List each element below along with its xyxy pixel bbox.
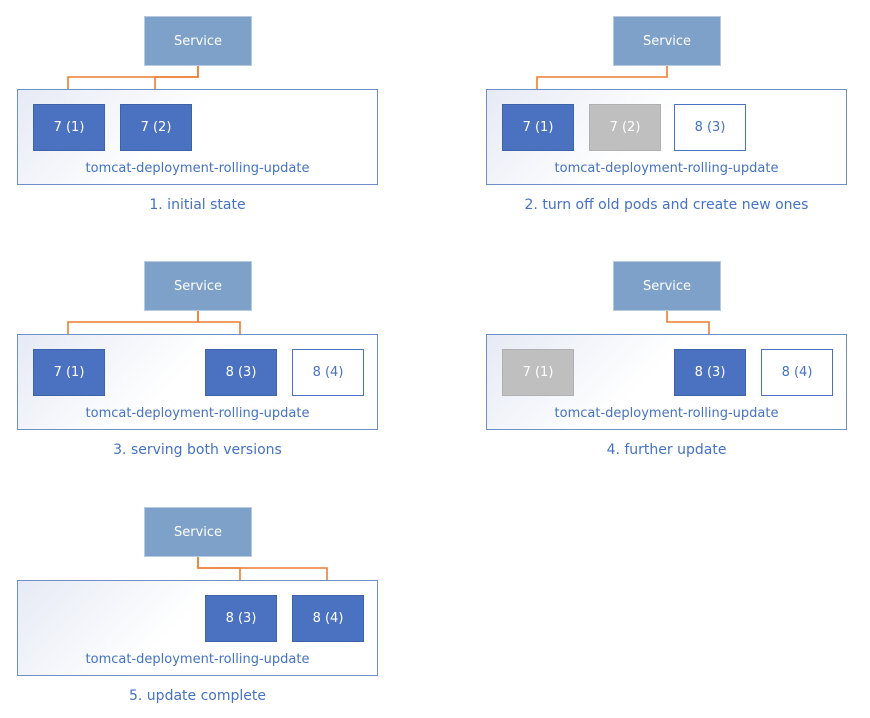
pod-active: 8 (3)	[205, 349, 277, 396]
route-arrow	[154, 66, 199, 101]
pod-new: 8 (3)	[674, 104, 746, 151]
panel-caption: 4. further update	[606, 442, 727, 458]
panel-caption: 2. turn off old pods and create new ones	[524, 197, 809, 213]
deployment-container: tomcat-deployment-rolling-update 7 (1) 8 (…	[486, 334, 847, 430]
pod-active: 8 (3)	[205, 595, 277, 642]
deployment-label: tomcat-deployment-rolling-update	[85, 652, 310, 667]
service-box: Service	[613, 261, 721, 311]
pod-active: 8 (3)	[674, 349, 746, 396]
route-arrow	[197, 557, 333, 592]
deployment-label: tomcat-deployment-rolling-update	[554, 406, 779, 421]
pod-active: 7 (2)	[120, 104, 192, 151]
pod-active: 7 (1)	[33, 104, 105, 151]
pod-active: 7 (1)	[502, 104, 574, 151]
deployment-label: tomcat-deployment-rolling-update	[85, 406, 310, 421]
pod-terminating: 7 (1)	[502, 349, 574, 396]
deployment-label: tomcat-deployment-rolling-update	[85, 161, 310, 176]
service-box: Service	[144, 16, 252, 66]
service-box: Service	[144, 507, 252, 557]
deployment-container: tomcat-deployment-rolling-update 7 (1) 8 (…	[17, 334, 378, 430]
panel-caption: 5. update complete	[129, 688, 266, 704]
deployment-container: tomcat-deployment-rolling-update 7 (1) 7 (…	[486, 89, 847, 185]
pod-terminating: 7 (2)	[589, 104, 661, 151]
pod-active: 7 (1)	[33, 349, 105, 396]
deployment-container: tomcat-deployment-rolling-update 8 (3) 8 (…	[17, 580, 378, 676]
route-arrow	[666, 311, 715, 346]
service-box: Service	[144, 261, 252, 311]
service-box: Service	[613, 16, 721, 66]
deployment-label: tomcat-deployment-rolling-update	[554, 161, 779, 176]
route-arrow	[197, 311, 246, 346]
pod-new: 8 (4)	[761, 349, 833, 396]
panel-caption: 3. serving both versions	[113, 442, 282, 458]
panel-caption: 1. initial state	[149, 197, 246, 213]
pod-new: 8 (4)	[292, 349, 364, 396]
deployment-container: tomcat-deployment-rolling-update 7 (1) 7 (…	[17, 89, 378, 185]
pod-active: 8 (4)	[292, 595, 364, 642]
route-arrow	[536, 66, 668, 101]
